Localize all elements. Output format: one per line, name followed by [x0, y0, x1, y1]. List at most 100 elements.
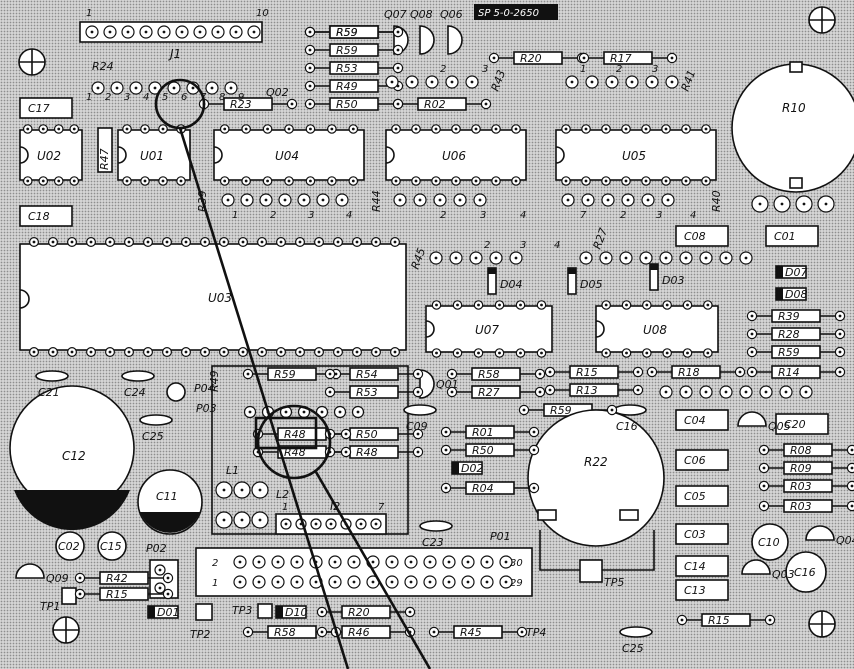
- pad-hole: [144, 30, 148, 34]
- board-title: SP 5-0-2650: [478, 8, 539, 19]
- pin-label: 10: [256, 8, 269, 19]
- pad-hole: [276, 560, 280, 564]
- pin-number: 3: [652, 64, 658, 75]
- pin-number: 8: [219, 92, 225, 103]
- resistor-label: R47: [98, 148, 111, 170]
- resistor-label: R04: [472, 482, 494, 495]
- pin-number: 4: [520, 210, 526, 221]
- test-point-pad: [579, 559, 603, 583]
- pad-hole: [625, 351, 628, 355]
- ic-notch: [19, 146, 29, 164]
- pad-hole: [484, 102, 488, 106]
- pad-hole: [686, 303, 689, 307]
- pad-hole: [750, 314, 754, 318]
- pad-hole: [108, 350, 112, 354]
- pad-hole: [276, 580, 280, 584]
- pad-hole: [146, 240, 150, 244]
- pad-hole: [260, 240, 264, 244]
- pad-hole: [125, 179, 129, 183]
- transistor-label: Q02: [266, 86, 289, 99]
- pad-hole: [333, 580, 337, 584]
- pad-hole: [352, 580, 356, 584]
- pad-hole: [824, 202, 828, 206]
- pad-hole: [290, 102, 294, 106]
- test-point-pad: [257, 603, 273, 619]
- pad-hole: [538, 372, 542, 376]
- pad-hole: [650, 80, 654, 84]
- pin-number: 2: [620, 210, 626, 221]
- pad-hole: [450, 372, 454, 376]
- pad-hole: [410, 80, 414, 84]
- pad-hole: [850, 448, 854, 452]
- pad-hole: [610, 408, 614, 412]
- pad-hole: [264, 198, 268, 202]
- pad-hole: [514, 127, 518, 131]
- pad-hole: [450, 390, 454, 394]
- pad-hole: [333, 560, 337, 564]
- resistor-body: [771, 365, 821, 379]
- capacitor-label: C06: [684, 454, 706, 467]
- pad-hole: [604, 351, 608, 355]
- capacitor-body: [97, 531, 127, 561]
- pad-hole: [444, 430, 448, 434]
- potentiometer-body: [527, 409, 665, 547]
- pad-hole: [172, 86, 176, 90]
- capacitor-body: [675, 555, 729, 577]
- pad-hole: [762, 484, 766, 488]
- pad-hole: [115, 86, 119, 90]
- pad-hole: [374, 522, 378, 526]
- pad-hole: [548, 370, 552, 374]
- pad-hole: [240, 488, 244, 492]
- pad-hole: [566, 198, 570, 202]
- pad-hole: [485, 560, 489, 564]
- diode-label: D05: [580, 278, 602, 291]
- pad-hole: [308, 66, 312, 70]
- resistor-body: [513, 51, 563, 65]
- capacitor-label: C25: [622, 642, 644, 655]
- pad-hole: [466, 580, 470, 584]
- capacitor-label: C04: [684, 414, 706, 427]
- pad-hole: [246, 372, 250, 376]
- pad-hole: [644, 127, 648, 131]
- ic-label: U01: [140, 149, 164, 163]
- pad-hole: [328, 390, 332, 394]
- pad-hole: [418, 198, 422, 202]
- test-point-label: TP4: [526, 626, 546, 639]
- pin-label: 1: [282, 502, 288, 513]
- pad-hole: [241, 350, 245, 354]
- pin-number: 3: [520, 240, 526, 251]
- pad-hole: [570, 80, 574, 84]
- capacitor-body: [619, 626, 653, 638]
- capacitor-label: C01: [774, 230, 796, 243]
- pad-hole: [396, 66, 400, 70]
- resistor-label: R39: [778, 310, 800, 323]
- pad-hole: [477, 303, 480, 307]
- pad-hole: [184, 240, 188, 244]
- pad-hole: [308, 84, 312, 88]
- capacitor-body: [121, 370, 155, 382]
- pad-hole: [784, 390, 788, 394]
- resistor-body: [471, 367, 521, 381]
- pad-hole: [266, 179, 269, 183]
- pad-hole: [308, 102, 312, 106]
- pad-hole: [396, 30, 400, 34]
- pad-hole: [317, 240, 321, 244]
- pad-hole: [646, 198, 650, 202]
- pad-hole: [320, 610, 324, 614]
- pad-hole: [298, 350, 302, 354]
- pad-hole: [90, 30, 94, 34]
- diode-label: D03: [662, 274, 684, 287]
- pin-number: 1: [580, 64, 586, 75]
- pad-hole: [125, 127, 129, 131]
- pin-number: 9: [238, 92, 244, 103]
- pad-hole: [244, 179, 248, 183]
- pad-hole: [514, 179, 518, 183]
- pad-hole: [162, 30, 166, 34]
- capacitor-label: C16: [794, 566, 816, 579]
- pad-hole: [352, 560, 356, 564]
- transistor-body: [741, 559, 771, 575]
- pad-hole: [336, 240, 340, 244]
- resistor-body: [329, 97, 379, 111]
